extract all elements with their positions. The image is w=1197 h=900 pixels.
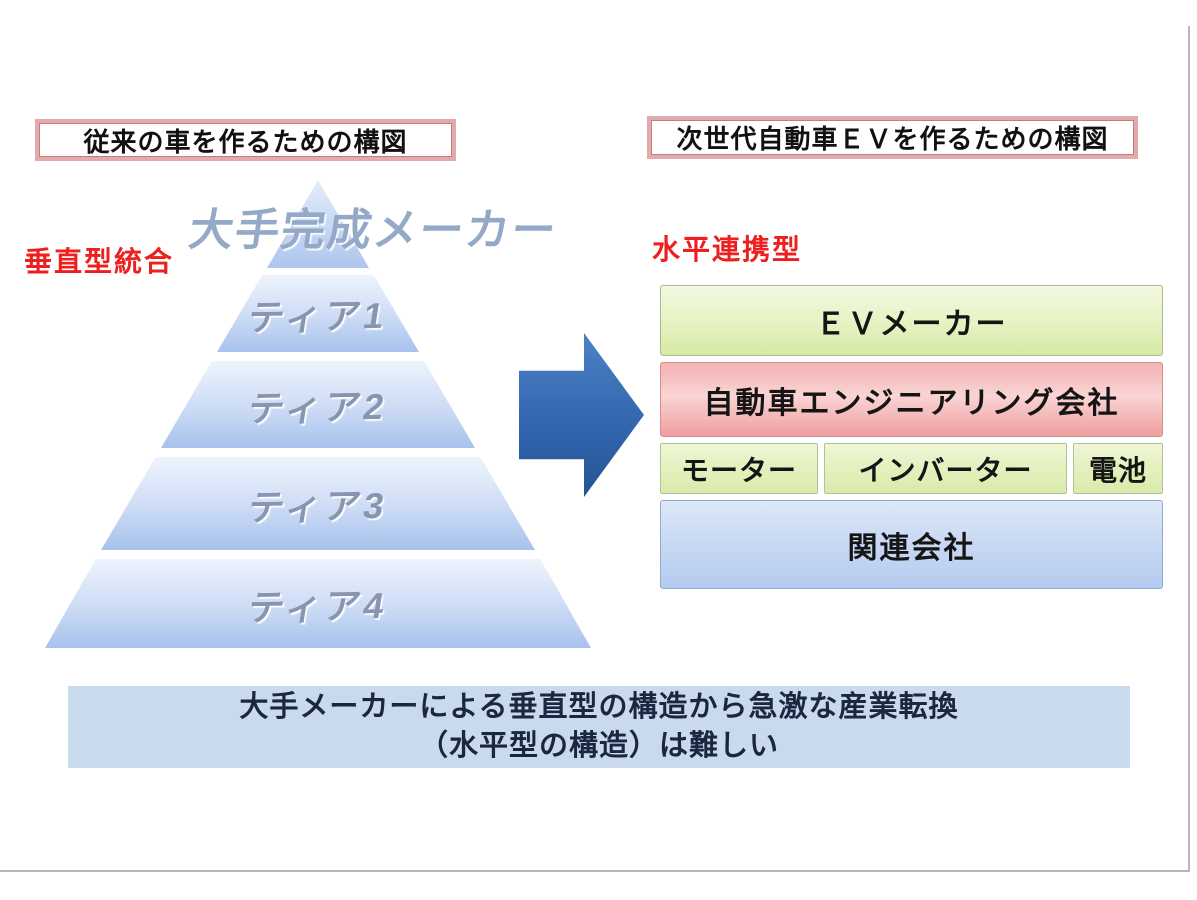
- pyramid-apex-label: 大手完成メーカー: [185, 206, 561, 255]
- tier-2-label: ティア2: [245, 385, 390, 429]
- vertical-integration-label: 垂直型統合: [24, 246, 175, 277]
- tier-1-label: ティア1: [245, 294, 390, 338]
- slide-bottom-edge: [0, 870, 1190, 872]
- left-title-box: 従来の車を作るための構図: [35, 119, 456, 161]
- related-companies-label: 関連会社: [847, 531, 976, 565]
- banner-line-2: （水平型の構造）は難しい: [418, 730, 779, 762]
- pyramid-tier-4: ティア4: [45, 559, 591, 648]
- related-companies-box: 関連会社: [660, 500, 1163, 589]
- pyramid-tier-2: ティア2: [161, 361, 475, 448]
- horizontal-collaboration-label: 水平連携型: [652, 234, 803, 265]
- right-title-text: 次世代自動車ＥＶを作るための構図: [676, 124, 1109, 154]
- right-arrow-icon: [519, 333, 644, 497]
- slide-right-edge: [1188, 26, 1190, 872]
- inverter-label: インバーター: [858, 454, 1033, 486]
- battery-label: 電池: [1088, 454, 1147, 486]
- right-title-box: 次世代自動車ＥＶを作るための構図: [647, 116, 1138, 159]
- ev-maker-box: ＥＶメーカー: [660, 285, 1163, 356]
- battery-cell: 電池: [1073, 443, 1163, 494]
- engineering-company-label: 自動車エンジニアリング会社: [703, 386, 1120, 420]
- motor-cell: モーター: [660, 443, 818, 494]
- inverter-cell: インバーター: [824, 443, 1067, 494]
- tier-3-label: ティア3: [245, 484, 390, 528]
- left-title-text: 従来の車を作るための構図: [83, 126, 408, 157]
- motor-label: モーター: [680, 454, 797, 486]
- components-row: モーター インバーター 電池: [660, 443, 1163, 494]
- pyramid-tier-3: ティア3: [101, 457, 535, 550]
- ev-maker-label: ＥＶメーカー: [815, 307, 1008, 341]
- tier-4-label: ティア4: [245, 584, 390, 628]
- banner-line-1: 大手メーカーによる垂直型の構造から急激な産業転換: [239, 690, 959, 723]
- engineering-company-box: 自動車エンジニアリング会社: [660, 362, 1163, 437]
- conclusion-banner: 大手メーカーによる垂直型の構造から急激な産業転換 （水平型の構造）は難しい: [68, 686, 1130, 768]
- pyramid-tier-1: ティア1: [217, 275, 419, 352]
